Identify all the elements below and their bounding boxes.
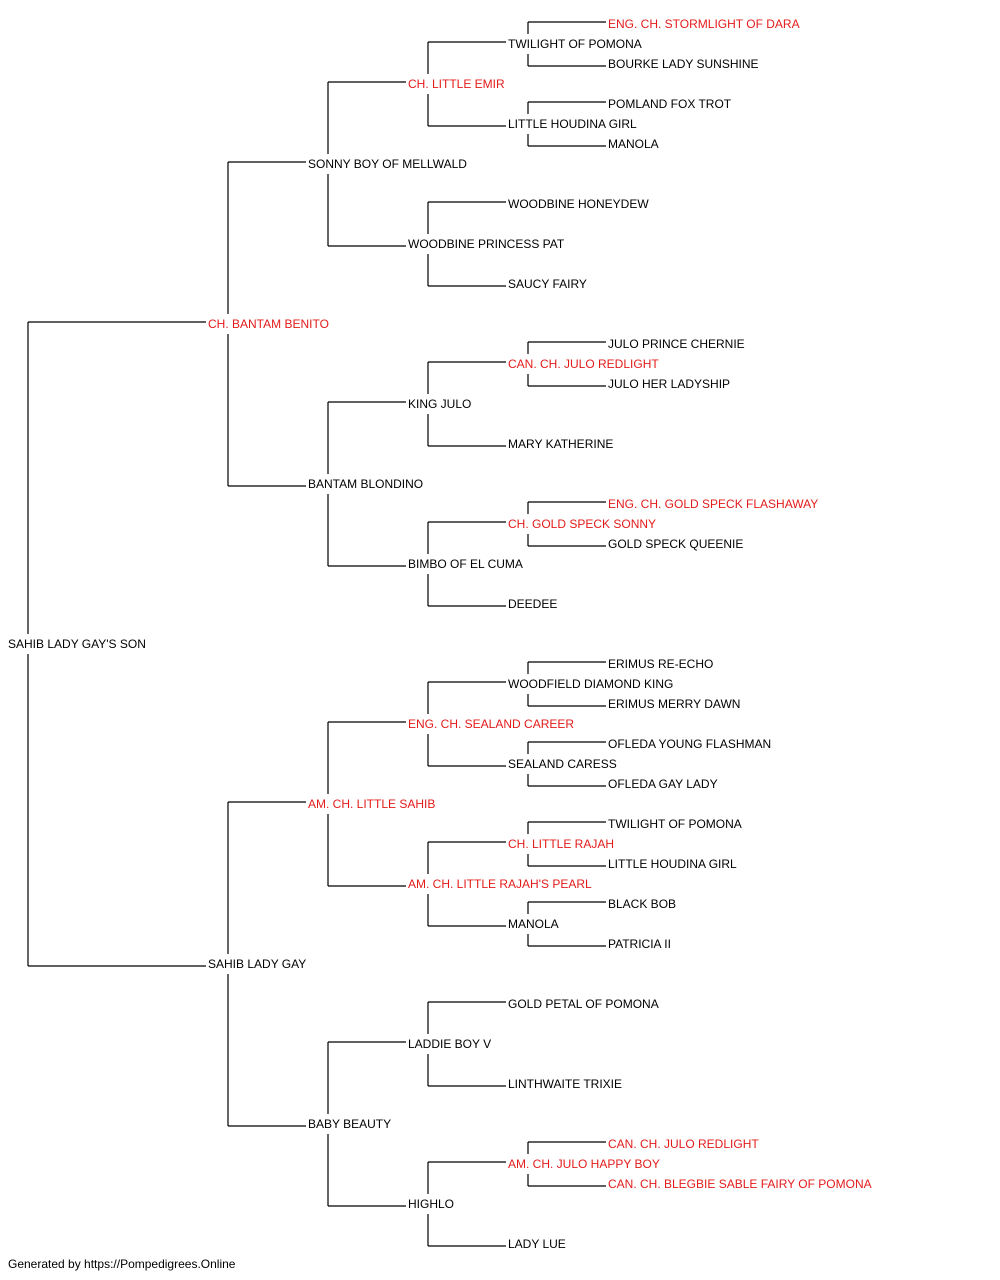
ancestor-name: PATRICIA II	[608, 937, 671, 951]
ancestor-name: GOLD SPECK QUEENIE	[608, 537, 743, 551]
ancestor-name: DEEDEE	[508, 597, 557, 611]
subject-dog-name: SAHIB LADY GAY'S SON	[8, 637, 146, 651]
ancestor-name: CAN. CH. JULO REDLIGHT	[508, 357, 659, 371]
ancestor-name: ENG. CH. SEALAND CAREER	[408, 717, 574, 731]
ancestor-name: GOLD PETAL OF POMONA	[508, 997, 659, 1011]
ancestor-name: TWILIGHT OF POMONA	[508, 37, 642, 51]
dog-labels: SAHIB LADY GAY'S SON CH. BANTAM BENITO SAH…	[8, 17, 872, 1251]
ancestor-name: BABY BEAUTY	[308, 1117, 391, 1131]
ancestor-name: BOURKE LADY SUNSHINE	[608, 57, 759, 71]
ancestor-name: AM. CH. LITTLE SAHIB	[308, 797, 435, 811]
ancestor-name: LITTLE HOUDINA GIRL	[508, 117, 637, 131]
ancestor-name: CH. LITTLE RAJAH	[508, 837, 614, 851]
ancestor-name: BIMBO OF EL CUMA	[408, 557, 523, 571]
ancestor-name: MANOLA	[608, 137, 659, 151]
ancestor-name: OFLEDA YOUNG FLASHMAN	[608, 737, 771, 751]
ancestor-name: MARY KATHERINE	[508, 437, 613, 451]
ancestor-name: AM. CH. LITTLE RAJAH'S PEARL	[408, 877, 592, 891]
ancestor-name: LADDIE BOY V	[408, 1037, 491, 1051]
ancestor-name: HIGHLO	[408, 1197, 454, 1211]
footer-credit: Generated by https://Pompedigrees.Online	[8, 1257, 236, 1271]
ancestor-name: SAUCY FAIRY	[508, 277, 587, 291]
ancestor-name: CH. BANTAM BENITO	[208, 317, 329, 331]
ancestor-name: BANTAM BLONDINO	[308, 477, 423, 491]
ancestor-name: OFLEDA GAY LADY	[608, 777, 718, 791]
ancestor-name: ERIMUS MERRY DAWN	[608, 697, 740, 711]
connector-lines	[27, 21, 606, 1247]
ancestor-name: CH. LITTLE EMIR	[408, 77, 505, 91]
ancestor-name: CH. GOLD SPECK SONNY	[508, 517, 656, 531]
ancestor-name: BLACK BOB	[608, 897, 676, 911]
ancestor-name: MANOLA	[508, 917, 559, 931]
ancestor-name: SONNY BOY OF MELLWALD	[308, 157, 467, 171]
ancestor-name: WOODBINE PRINCESS PAT	[408, 237, 565, 251]
ancestor-name: ENG. CH. STORMLIGHT OF DARA	[608, 17, 800, 31]
ancestor-name: CAN. CH. JULO REDLIGHT	[608, 1137, 759, 1151]
ancestor-name: LADY LUE	[508, 1237, 566, 1251]
ancestor-name: SAHIB LADY GAY	[208, 957, 306, 971]
ancestor-name: JULO HER LADYSHIP	[608, 377, 730, 391]
ancestor-name: WOODBINE HONEYDEW	[508, 197, 649, 211]
ancestor-name: ERIMUS RE-ECHO	[608, 657, 713, 671]
ancestor-name: ENG. CH. GOLD SPECK FLASHAWAY	[608, 497, 818, 511]
ancestor-name: LINTHWAITE TRIXIE	[508, 1077, 622, 1091]
ancestor-name: POMLAND FOX TROT	[608, 97, 732, 111]
ancestor-name: TWILIGHT OF POMONA	[608, 817, 742, 831]
ancestor-name: WOODFIELD DIAMOND KING	[508, 677, 673, 691]
ancestor-name: CAN. CH. BLEGBIE SABLE FAIRY OF POMONA	[608, 1177, 872, 1191]
ancestor-name: AM. CH. JULO HAPPY BOY	[508, 1157, 660, 1171]
ancestor-name: KING JULO	[408, 397, 471, 411]
ancestor-name: SEALAND CARESS	[508, 757, 617, 771]
ancestor-name: LITTLE HOUDINA GIRL	[608, 857, 737, 871]
ancestor-name: JULO PRINCE CHERNIE	[608, 337, 745, 351]
